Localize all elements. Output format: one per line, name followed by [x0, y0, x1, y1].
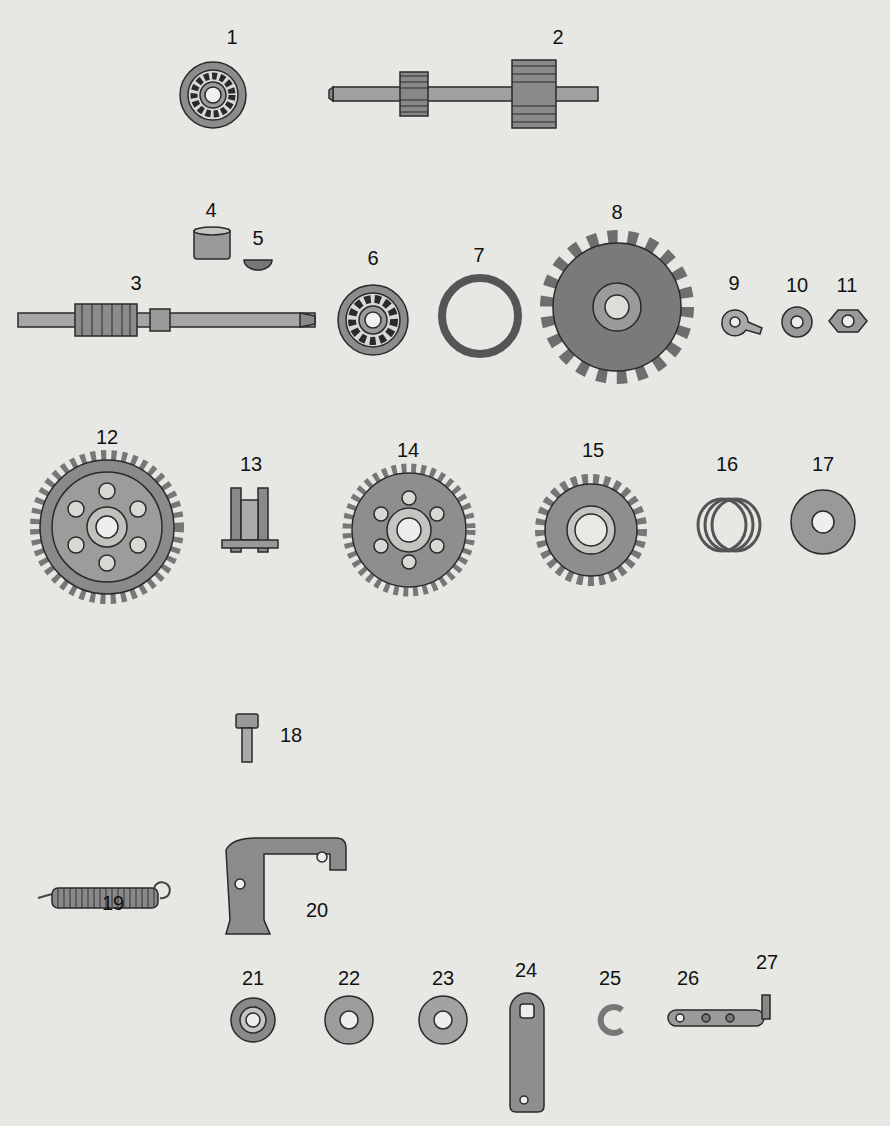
- callout-number: 11: [837, 275, 858, 295]
- callout-number: 5: [252, 228, 263, 248]
- callout-number: 16: [716, 454, 738, 474]
- callout-number: 18: [280, 725, 302, 745]
- callout-number: 3: [130, 273, 141, 293]
- callout-number: 21: [242, 968, 264, 988]
- callout-number: 9: [728, 273, 739, 293]
- callout-number: 13: [240, 454, 262, 474]
- callout-number: 6: [367, 248, 378, 268]
- callout-number: 19: [102, 893, 124, 913]
- callout-number: 1: [226, 27, 237, 47]
- callout-number: 27: [756, 952, 778, 972]
- callout-number: 17: [812, 454, 834, 474]
- callout-number: 24: [515, 960, 537, 980]
- callout-number: 8: [611, 202, 622, 222]
- callout-number: 2: [552, 27, 563, 47]
- callout-number: 14: [397, 440, 419, 460]
- callout-number: 23: [432, 968, 454, 988]
- callout-number: 7: [473, 245, 484, 265]
- callout-number: 22: [338, 968, 360, 988]
- callout-number: 10: [786, 275, 808, 295]
- callout-number: 12: [96, 427, 118, 447]
- callout-number: 4: [205, 200, 216, 220]
- callout-number: 26: [677, 968, 699, 988]
- callout-number: 20: [306, 900, 328, 920]
- callout-number: 25: [599, 968, 621, 988]
- callout-number: 15: [582, 440, 604, 460]
